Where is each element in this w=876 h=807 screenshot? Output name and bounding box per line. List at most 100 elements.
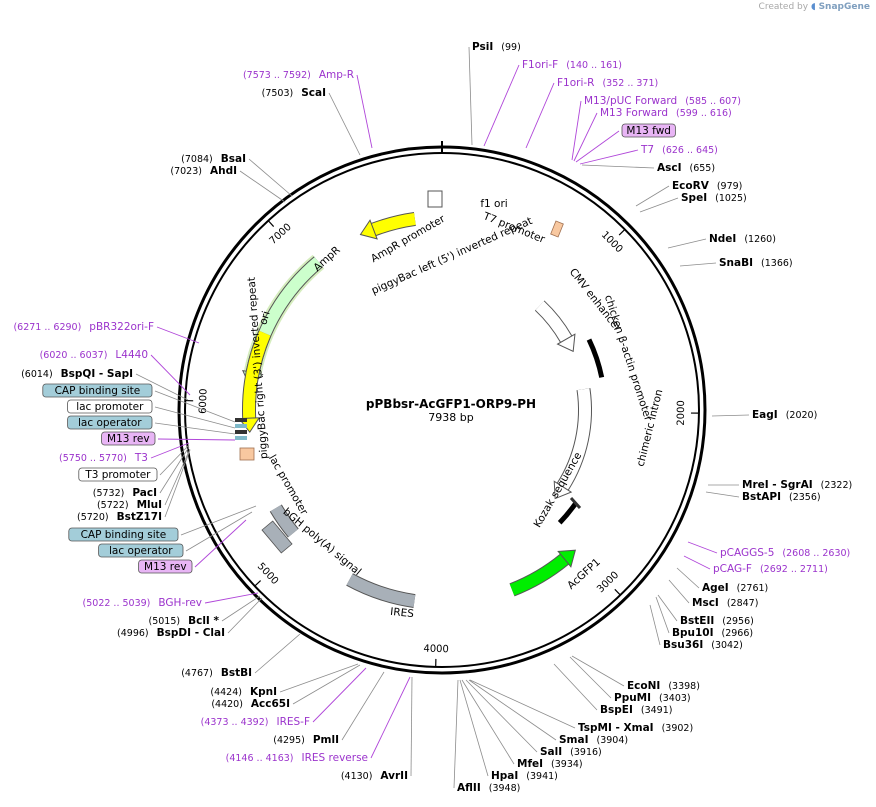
- leader-line: [453, 679, 459, 789]
- site-name: MscI: [692, 597, 719, 609]
- lac-feature-glyph: [235, 418, 247, 422]
- site-position: (2356): [789, 492, 821, 503]
- snapgene-credit: Created by ◖ SnapGene: [759, 2, 870, 12]
- site-name: TspMI - XmaI: [578, 722, 654, 734]
- site-agei: AgeI(2761): [676, 567, 768, 594]
- site-t7: T7(626 .. 645): [579, 144, 718, 165]
- site-lac-operator: lac operator: [67, 415, 236, 435]
- leader-line: [569, 656, 612, 699]
- tick-label: 2000: [676, 400, 687, 426]
- site-position: (4373 .. 4392): [201, 717, 269, 728]
- site-bcli-: BclI *(5015): [149, 595, 261, 627]
- leader-line: [649, 604, 661, 646]
- tick-mark: [618, 228, 626, 236]
- site-position: (3934): [551, 759, 583, 770]
- site-position: (5720): [77, 512, 109, 523]
- site-position: (3403): [659, 693, 691, 704]
- leader-line: [635, 185, 670, 207]
- site-l4440: L4440(6020 .. 6037): [40, 349, 191, 396]
- site-m13-fwd: M13 fwd: [575, 123, 676, 163]
- leader-line: [711, 414, 750, 417]
- site-name: IRES reverse: [302, 752, 369, 764]
- site-name: AvrII: [380, 770, 408, 782]
- feature-arrowhead: [556, 333, 576, 353]
- site-name: T7: [640, 144, 654, 156]
- site-sali: SalI(3916): [465, 679, 602, 758]
- site-label: M13 rev: [107, 433, 150, 445]
- site-name: BstEII: [680, 615, 714, 627]
- site-psii: PsiI(99): [468, 41, 521, 146]
- leader-line: [469, 679, 576, 729]
- feature-bGH-polyA: [270, 504, 298, 537]
- site-t3-promoter: T3 promoter: [78, 444, 190, 482]
- leader-line: [679, 262, 717, 267]
- site-label: T3 promoter: [84, 469, 151, 481]
- site-pbr322ori-f: pBR322ori-F(6271 .. 6290): [13, 321, 200, 344]
- leader-line: [581, 164, 655, 169]
- feature-label: ori: [257, 310, 272, 326]
- site-position: (2847): [727, 598, 759, 609]
- site-name: MluI: [137, 499, 162, 511]
- site-pcag-f: pCAG-F(2692 .. 2711): [683, 555, 828, 575]
- site-name: BstZ17I: [117, 511, 162, 523]
- site-name: EcoNI: [627, 680, 660, 692]
- site-acc65i: Acc65I(4420): [211, 664, 361, 710]
- site-bgh-rev: BGH-rev(5022 .. 5039): [83, 592, 259, 609]
- site-ires-reverse: IRES reverse(4146 .. 4163): [226, 676, 411, 764]
- leader-line: [154, 406, 236, 429]
- site-position: (4295): [273, 735, 305, 746]
- lac-feature-glyph: [235, 436, 247, 440]
- site-kpni: KpnI(4424): [210, 663, 359, 698]
- site-bstz17i: BstZ17I (5720): [77, 449, 191, 523]
- site-position: (4424): [210, 687, 242, 698]
- leader-line: [553, 663, 598, 711]
- site-lac-operator: lac operator: [98, 511, 253, 558]
- leader-line: [571, 100, 582, 161]
- feature-arrowhead: [557, 549, 577, 568]
- lac-feature-glyph: [235, 424, 247, 428]
- site-name: pBR322ori-F: [89, 321, 154, 333]
- site-name: IRES-F: [276, 716, 310, 728]
- leader-line: [683, 555, 711, 570]
- site-name: BGH-rev: [158, 597, 202, 609]
- leader-line: [410, 676, 413, 777]
- leader-line: [341, 671, 385, 741]
- site-position: (7573 .. 7592): [243, 70, 311, 81]
- leader-line: [204, 592, 259, 604]
- site-name: F1ori-F: [522, 59, 558, 71]
- tick-mark: [254, 580, 262, 587]
- t7-promoter-glyph: [550, 220, 564, 238]
- site-name: Bpu10I: [672, 627, 714, 639]
- leader-line: [525, 82, 555, 149]
- site-position: (2020): [786, 410, 818, 421]
- site-name: SalI: [540, 746, 562, 758]
- label-box: [42, 383, 153, 398]
- site-position: (5015): [149, 616, 181, 627]
- site-position: (4130): [341, 771, 373, 782]
- site-position: (3491): [641, 705, 673, 716]
- leader-line: [164, 448, 191, 506]
- site-name: L4440: [115, 349, 148, 361]
- feature-label: bGH poly(A) signal: [281, 506, 364, 578]
- site-t3: T3(5750 .. 5770): [59, 442, 190, 464]
- plasmid-name: pPBbsr-AcGFP1-ORP9-PH: [366, 397, 536, 411]
- site-m13-rev: M13 rev: [101, 431, 236, 446]
- site-position: (979): [717, 181, 743, 192]
- credit-brand: SnapGene: [818, 2, 870, 12]
- site-label: M13 rev: [144, 561, 187, 573]
- site-hpai: HpaI(3941): [459, 679, 558, 782]
- leader-line: [655, 596, 670, 634]
- site-position: (1260): [744, 234, 776, 245]
- site-position: (599 .. 616): [676, 108, 732, 119]
- site-position: (3398): [668, 681, 700, 692]
- site-name: BspEI: [600, 704, 633, 716]
- snapgene-logo-icon: ◖: [810, 2, 816, 12]
- site-position: (4996): [117, 628, 149, 639]
- site-m13-puc-forward: M13/pUC Forward(585 .. 607): [571, 95, 741, 161]
- site-bspdi-clai: BspDI - ClaI(4996): [117, 597, 263, 639]
- bgh-glyph: [261, 520, 293, 554]
- site-label: lac operator: [109, 545, 173, 557]
- site-name: EagI: [752, 409, 778, 421]
- label-box: [98, 543, 184, 558]
- t3-promoter-glyph: [239, 447, 255, 461]
